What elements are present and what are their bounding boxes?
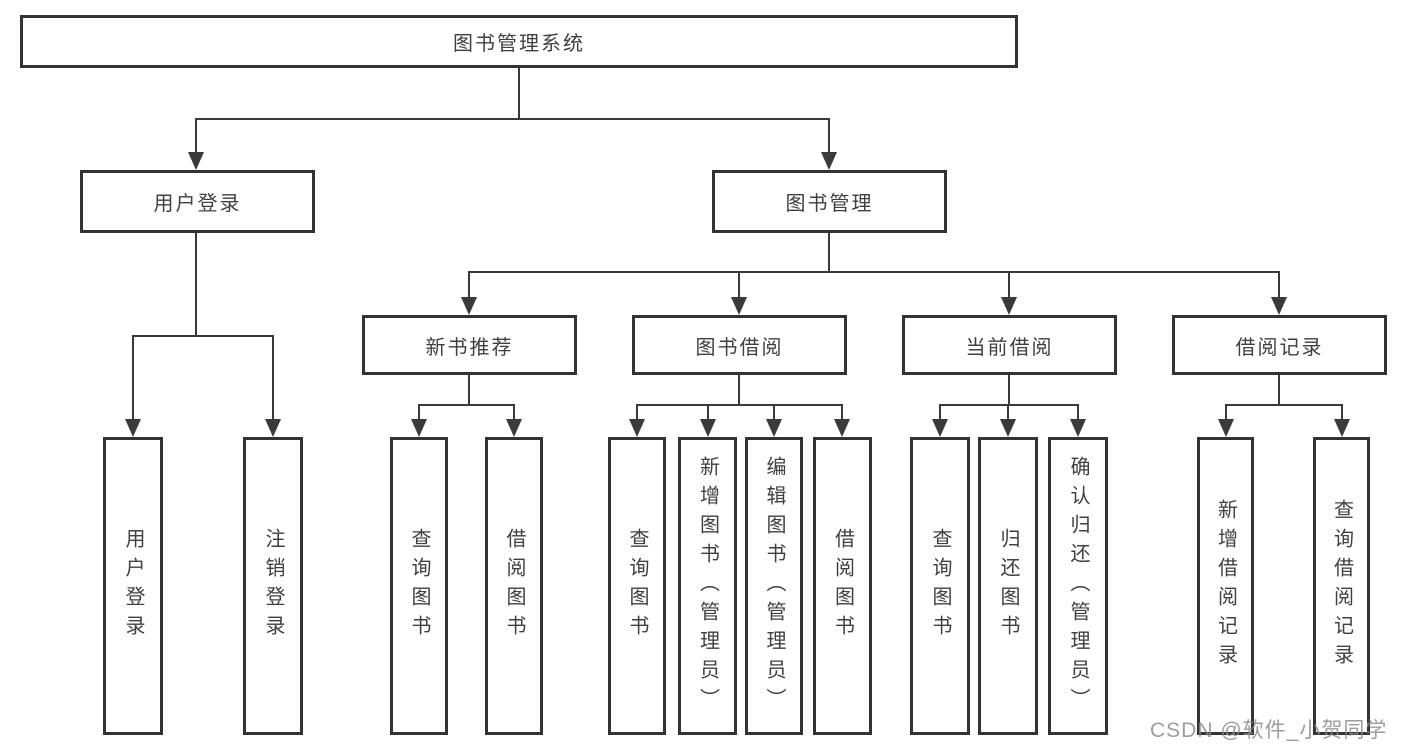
connector-line bbox=[939, 404, 941, 419]
connector-line bbox=[841, 404, 843, 419]
connector-line bbox=[195, 118, 197, 152]
connector-line bbox=[773, 404, 775, 419]
connector-line bbox=[132, 335, 134, 419]
leaf-logout-label: 注销登录 bbox=[262, 528, 284, 644]
connector-line bbox=[518, 68, 520, 119]
watermark: CSDN @软件_小贺同学 bbox=[1150, 719, 1388, 742]
leaf-borrowing-edit-books-admin: 编辑图书（管理员） bbox=[745, 437, 803, 735]
leaf-current-return-books: 归还图书 bbox=[978, 437, 1038, 735]
connector-line bbox=[1077, 404, 1079, 419]
connector-line bbox=[195, 233, 197, 336]
node-borrow-records: 借阅记录 bbox=[1172, 315, 1387, 375]
leaf-borrowing-borrow-books-label: 借阅图书 bbox=[831, 528, 854, 644]
connector-line bbox=[132, 335, 274, 337]
arrow-down-icon bbox=[125, 419, 141, 437]
leaf-records-add-record-label: 新增借阅记录 bbox=[1214, 499, 1237, 673]
leaf-borrowing-add-books-admin-label: 新增图书（管理员） bbox=[696, 455, 719, 717]
leaf-records-query-record: 查询借阅记录 bbox=[1313, 437, 1370, 735]
node-borrow-records-label: 借阅记录 bbox=[1235, 336, 1324, 359]
leaf-logout: 注销登录 bbox=[243, 437, 303, 735]
node-new-book-recommend-label: 新书推荐 bbox=[425, 336, 514, 359]
leaf-records-query-record-label: 查询借阅记录 bbox=[1330, 499, 1353, 673]
connector-line bbox=[828, 233, 830, 273]
leaf-current-query-books: 查询图书 bbox=[910, 437, 970, 735]
arrow-down-icon bbox=[700, 419, 716, 437]
arrow-down-icon bbox=[411, 419, 427, 437]
connector-line bbox=[1007, 404, 1009, 419]
node-user-login-label: 用户登录 bbox=[153, 193, 242, 215]
arrow-down-icon bbox=[265, 419, 281, 437]
connector-line bbox=[1278, 375, 1280, 405]
connector-line bbox=[738, 271, 740, 297]
connector-line bbox=[418, 404, 515, 406]
arrow-down-icon bbox=[932, 419, 948, 437]
node-book-management-label: 图书管理 bbox=[785, 193, 874, 215]
connector-line bbox=[1225, 404, 1343, 406]
connector-line bbox=[513, 404, 515, 419]
arrow-down-icon bbox=[731, 297, 747, 315]
node-book-management: 图书管理 bbox=[712, 170, 947, 233]
connector-line bbox=[1008, 375, 1010, 405]
connector-line bbox=[418, 404, 420, 419]
connector-line bbox=[828, 118, 830, 152]
arrow-down-icon bbox=[1334, 419, 1350, 437]
arrow-down-icon bbox=[506, 419, 522, 437]
leaf-borrowing-borrow-books: 借阅图书 bbox=[813, 437, 872, 735]
arrow-down-icon bbox=[1271, 297, 1287, 315]
connector-line bbox=[707, 404, 709, 419]
leaf-recommend-borrow-books: 借阅图书 bbox=[485, 437, 543, 735]
leaf-recommend-borrow-books-label: 借阅图书 bbox=[503, 528, 525, 644]
node-root-label: 图书管理系统 bbox=[453, 33, 585, 55]
connector-line bbox=[636, 404, 843, 406]
connector-line bbox=[738, 375, 740, 405]
node-root: 图书管理系统 bbox=[20, 15, 1018, 68]
connector-line bbox=[1341, 404, 1343, 419]
node-current-borrowing-label: 当前借阅 bbox=[965, 336, 1054, 359]
leaf-current-confirm-return-admin: 确认归还（管理员） bbox=[1048, 437, 1108, 735]
leaf-recommend-query-books: 查询图书 bbox=[390, 437, 448, 735]
arrow-down-icon bbox=[629, 419, 645, 437]
connector-line bbox=[1278, 271, 1280, 297]
connector-line bbox=[939, 404, 1079, 406]
leaf-current-return-books-label: 归还图书 bbox=[997, 528, 1019, 644]
node-current-borrowing: 当前借阅 bbox=[902, 315, 1117, 375]
connector-line bbox=[1008, 271, 1010, 297]
connector-line bbox=[636, 404, 638, 419]
leaf-user-login: 用户登录 bbox=[103, 437, 163, 735]
arrow-down-icon bbox=[766, 419, 782, 437]
connector-line bbox=[468, 375, 470, 405]
leaf-recommend-query-books-label: 查询图书 bbox=[408, 528, 430, 644]
node-user-login: 用户登录 bbox=[80, 170, 315, 233]
node-new-book-recommend: 新书推荐 bbox=[362, 315, 577, 375]
arrow-down-icon bbox=[1218, 419, 1234, 437]
node-book-borrowing: 图书借阅 bbox=[632, 315, 847, 375]
leaf-records-add-record: 新增借阅记录 bbox=[1197, 437, 1254, 735]
arrow-down-icon bbox=[461, 297, 477, 315]
leaf-borrowing-add-books-admin: 新增图书（管理员） bbox=[678, 437, 737, 735]
connector-line bbox=[468, 271, 1280, 273]
arrow-down-icon bbox=[821, 152, 837, 170]
connector-line bbox=[272, 335, 274, 419]
connector-line bbox=[468, 271, 470, 297]
leaf-user-login-label: 用户登录 bbox=[122, 528, 144, 644]
arrow-down-icon bbox=[834, 419, 850, 437]
leaf-current-query-books-label: 查询图书 bbox=[929, 528, 951, 644]
node-book-borrowing-label: 图书借阅 bbox=[695, 336, 784, 359]
arrow-down-icon bbox=[1070, 419, 1086, 437]
arrow-down-icon bbox=[1001, 297, 1017, 315]
connector-line bbox=[195, 118, 830, 120]
leaf-borrowing-query-books: 查询图书 bbox=[608, 437, 666, 735]
arrow-down-icon bbox=[1000, 419, 1016, 437]
connector-line bbox=[1225, 404, 1227, 419]
arrow-down-icon bbox=[188, 152, 204, 170]
leaf-borrowing-query-books-label: 查询图书 bbox=[626, 528, 648, 644]
leaf-borrowing-edit-books-admin-label: 编辑图书（管理员） bbox=[763, 455, 785, 717]
leaf-current-confirm-return-admin-label: 确认归还（管理员） bbox=[1067, 455, 1089, 717]
